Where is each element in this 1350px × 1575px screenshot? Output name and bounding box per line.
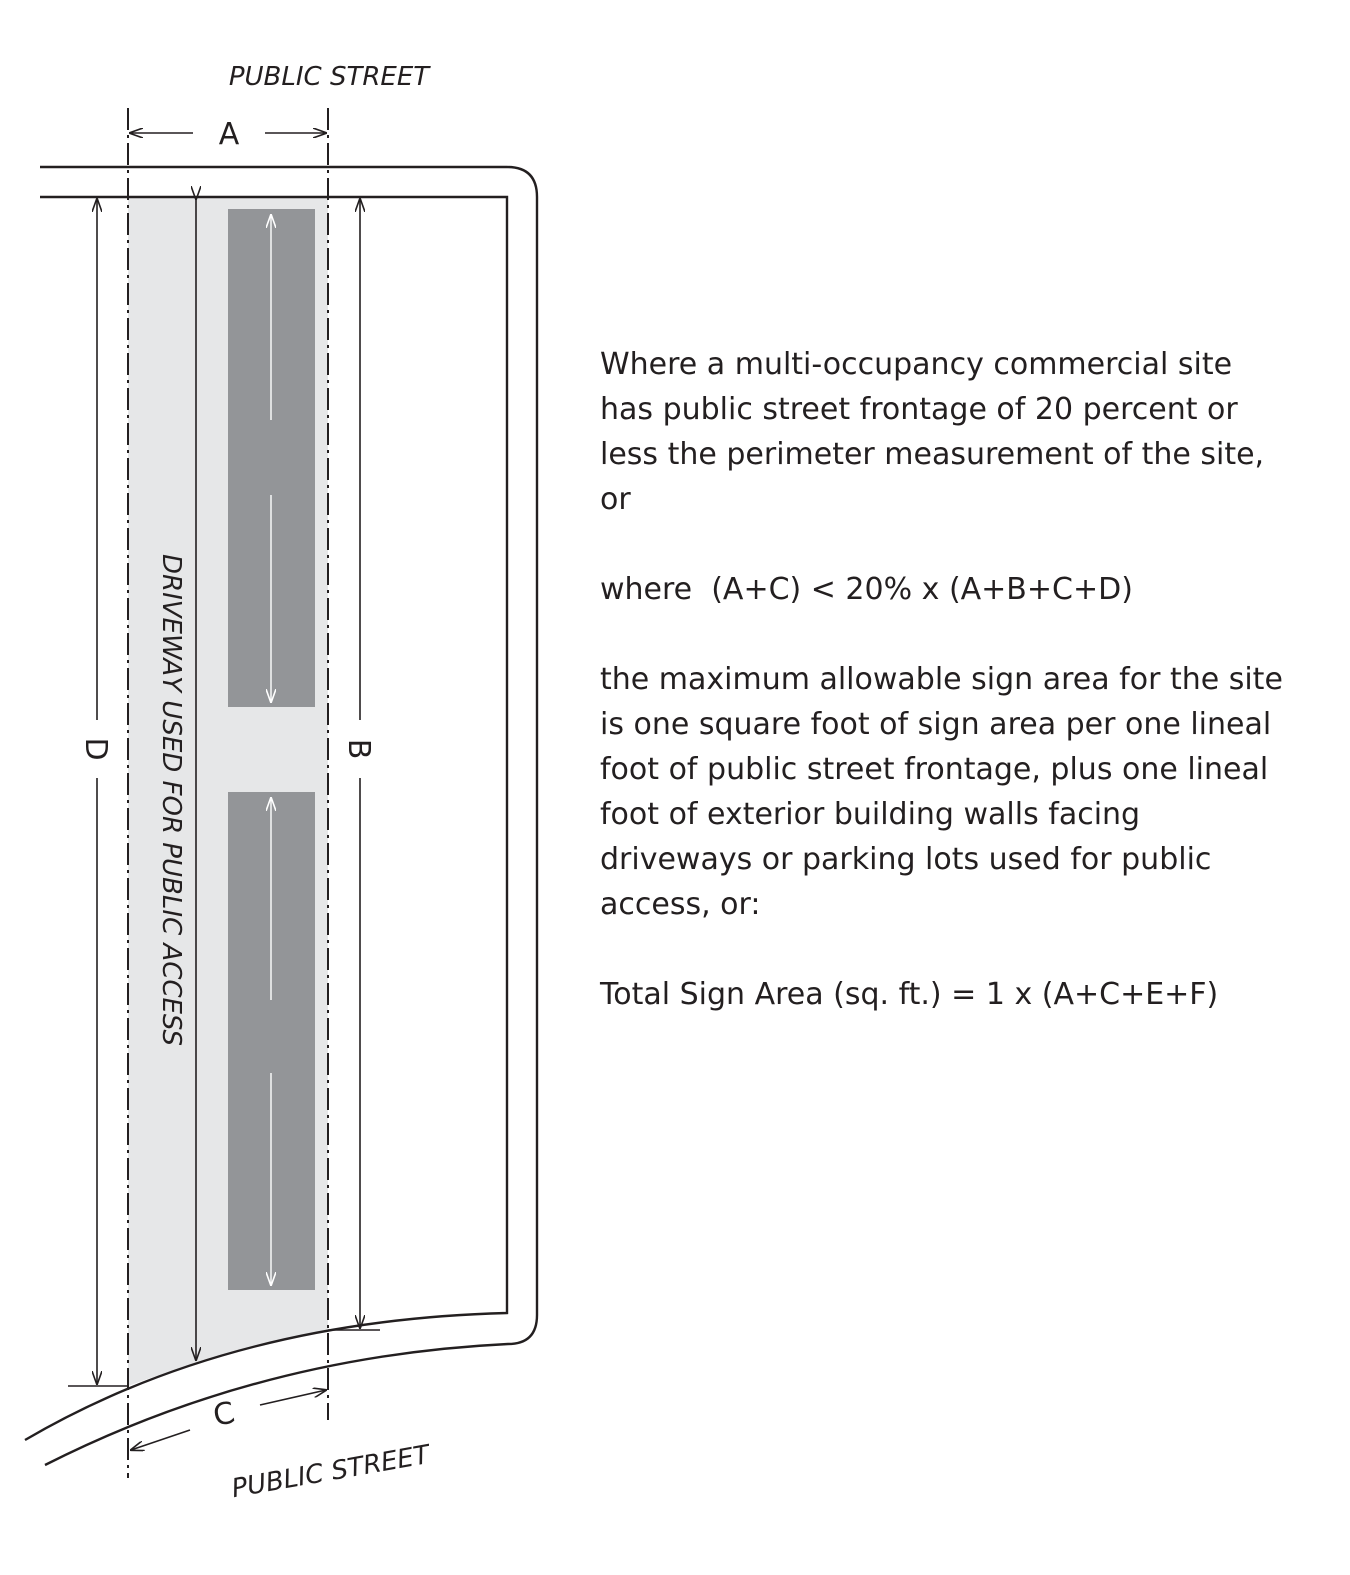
dimension-c-label: C: [210, 1395, 238, 1434]
bottom-street-label: PUBLIC STREET: [229, 1440, 434, 1505]
driveway-label: DRIVEWAY USED FOR PUBLIC ACCESS: [156, 554, 186, 1046]
top-street-label: PUBLIC STREET: [229, 62, 431, 92]
dimension-a-label: A: [219, 117, 240, 152]
dimension-d-label: D: [78, 737, 113, 760]
frontage-condition-text: Where a multi-occupancy commercial site …: [600, 347, 1265, 517]
total-sign-area-formula: Total Sign Area (sq. ft.) = 1 x (A+C+E+F…: [600, 977, 1219, 1012]
dimension-b-label: B: [341, 739, 376, 760]
dimension-c-arrows: [131, 1390, 326, 1450]
frontage-formula: where (A+C) < 20% x (A+B+C+D): [600, 572, 1133, 607]
site-diagram: A D B C DRIVEWAY USED FOR PUBLIC ACCESS …: [24, 62, 539, 1505]
sign-area-explanation: Where a multi-occupancy commercial site …: [600, 342, 1330, 1062]
sign-area-rule-text: the maximum allowable sign area for the …: [600, 662, 1283, 922]
site-boundary-inner: [24, 195, 509, 1442]
top-street-curb-outer: [40, 165, 539, 1467]
